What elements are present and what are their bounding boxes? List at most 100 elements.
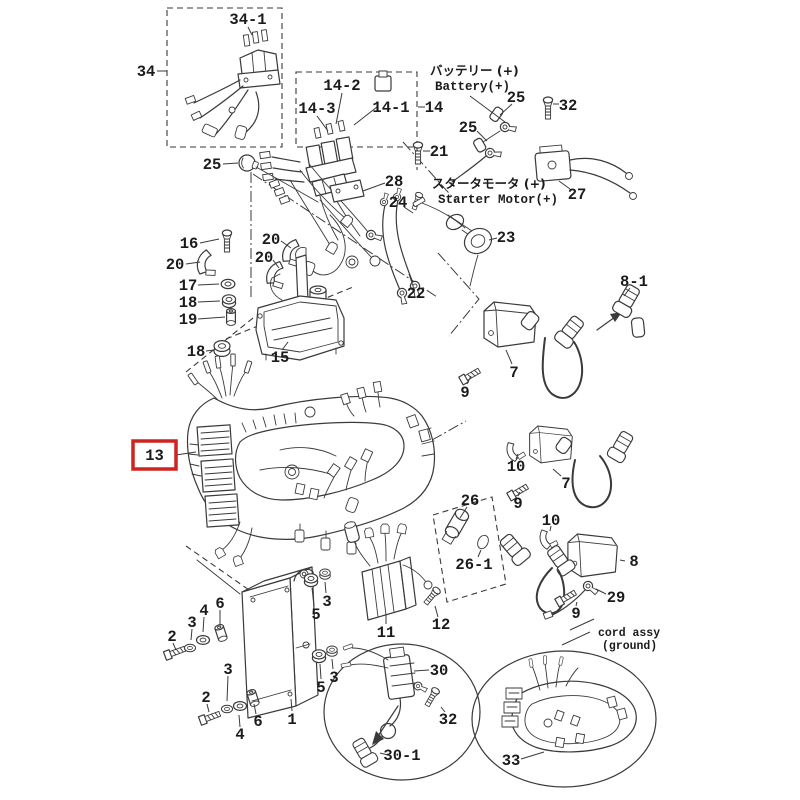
grommet-25 — [238, 154, 260, 172]
thermo-switch-26 — [432, 496, 507, 603]
part-label-4: 4 — [235, 726, 244, 744]
part-label-18: 18 — [187, 343, 206, 361]
leader-line-4 — [238, 714, 241, 728]
part-label-3: 3 — [223, 661, 232, 679]
highlight-label: 13 — [145, 447, 164, 465]
harness-ecu-connectors — [196, 424, 240, 528]
leader-line-32 — [440, 706, 446, 713]
leader-line-2 — [206, 703, 210, 713]
part-label-20: 20 — [166, 256, 185, 274]
part-label-5: 5 — [311, 606, 320, 624]
part-label-14-1: 14-1 — [372, 99, 409, 117]
leader-line-27 — [558, 180, 571, 190]
bracket-28 — [329, 179, 365, 203]
part-label-8: 8 — [629, 553, 638, 571]
part-label-14: 14 — [425, 99, 444, 117]
part-label-2: 2 — [167, 628, 176, 646]
spacer-6a — [213, 623, 229, 643]
part-label-34-1: 34-1 — [229, 11, 266, 29]
cdi-unit-1 — [196, 559, 319, 719]
leader-line-7 — [505, 349, 513, 365]
part-label-26: 26 — [461, 492, 480, 510]
ignition-coil-7b — [503, 425, 637, 509]
detail-circle-30 — [323, 643, 481, 781]
part-label-25: 25 — [459, 119, 478, 137]
leader-line-29 — [595, 588, 607, 595]
part-label-12: 12 — [432, 616, 451, 634]
battery-label-jp: バッテリー (+) — [430, 63, 519, 78]
part-label-17: 17 — [179, 277, 198, 295]
leader-line-12 — [434, 605, 439, 618]
bolt-21 — [412, 141, 424, 165]
highlight-box-13: 13 — [131, 439, 197, 471]
leader-line-18 — [205, 349, 215, 352]
leader-line-26-1 — [477, 549, 482, 558]
leader-line-9 — [466, 375, 472, 385]
washer-4a — [195, 634, 211, 646]
leader-line-5 — [319, 663, 322, 680]
solenoid-27 — [534, 144, 637, 200]
nut-18 — [221, 294, 237, 309]
part-label-1: 1 — [287, 711, 296, 729]
screw-12 — [421, 585, 443, 607]
part-34-coil-pack — [184, 29, 281, 140]
part-label-22: 22 — [407, 285, 426, 303]
part-label-7: 7 — [509, 364, 518, 382]
part-label-27: 27 — [568, 186, 587, 204]
leader-line-23 — [488, 237, 498, 241]
part-label-10: 10 — [507, 458, 526, 476]
part-label-24: 24 — [389, 194, 408, 212]
dashed-box-34 — [166, 7, 283, 148]
part-label-3: 3 — [322, 593, 331, 611]
leader-line-17 — [197, 283, 220, 286]
seal-26-1 — [477, 534, 489, 550]
part-label-34: 34 — [137, 63, 156, 81]
leader-line-9 — [575, 601, 578, 607]
battery-terminal-parts — [451, 106, 518, 183]
part-label-20: 20 — [262, 231, 281, 249]
washer-4b — [232, 700, 248, 712]
part-label-6: 6 — [253, 713, 262, 731]
part-label-30-1: 30-1 — [383, 747, 420, 765]
part-label-25: 25 — [507, 89, 526, 107]
part-label-23: 23 — [497, 229, 516, 247]
leader-line-15 — [281, 341, 289, 351]
battery-cables-22 — [378, 186, 423, 306]
leader-line-30-1 — [379, 752, 389, 756]
part-label-5: 5 — [316, 679, 325, 697]
part-label-6: 6 — [215, 595, 224, 613]
leader-line-18 — [197, 300, 221, 303]
leader-line-14-1 — [353, 106, 378, 126]
part-label-15: 15 — [271, 349, 290, 367]
bolt-9a — [458, 366, 483, 386]
starter-solenoid-23 — [412, 196, 493, 287]
leader-line-3 — [331, 658, 334, 670]
leader-line-19 — [197, 316, 226, 320]
dashed-box-14 — [295, 71, 418, 148]
spacer-19 — [226, 308, 236, 326]
bolt-16 — [221, 229, 233, 253]
washer-3d — [220, 704, 234, 714]
highlight-rect — [131, 439, 178, 471]
leader-line-34-1 — [247, 26, 253, 36]
highlight-leader-line — [175, 451, 197, 456]
leader-line-16 — [199, 238, 220, 244]
part-label-9: 9 — [571, 605, 580, 623]
tray-15 — [255, 247, 345, 361]
leader-line-3 — [324, 581, 327, 594]
battery-label-en: Battery(+) — [435, 80, 510, 94]
part-label-9: 9 — [460, 384, 469, 402]
cord-assy-label-line1: cord assy — [598, 627, 660, 640]
part-label-29: 29 — [607, 589, 626, 607]
part-label-21: 21 — [430, 143, 449, 161]
text-annotations: バッテリー (+) Battery(+) スタータモータ (+) Starter… — [430, 63, 660, 653]
cord-assy-label-line2: (ground) — [602, 640, 657, 653]
detail-circle-33 — [471, 650, 657, 788]
leader-line-10 — [515, 453, 519, 460]
nut-3b — [319, 568, 331, 580]
leader-line-26 — [459, 506, 468, 519]
nut-3c — [326, 645, 338, 657]
part-label-28: 28 — [385, 173, 404, 191]
